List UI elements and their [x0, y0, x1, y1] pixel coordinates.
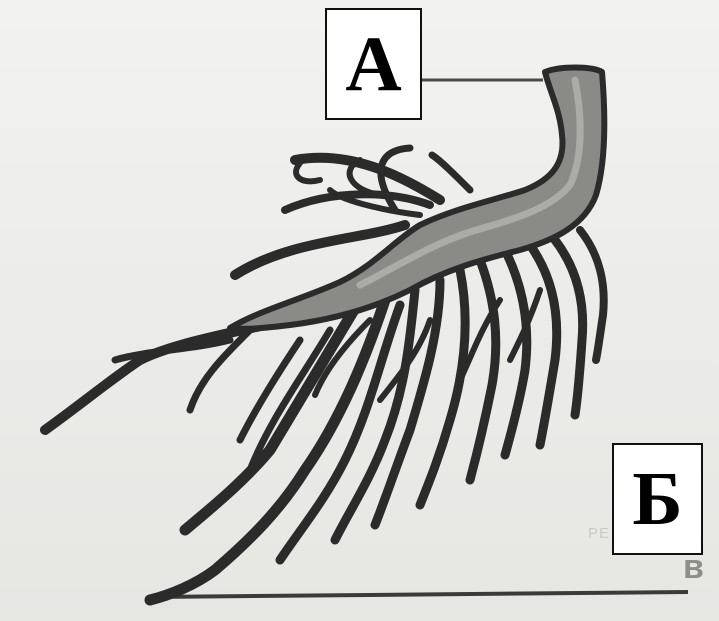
label-b-box: Б	[612, 443, 703, 555]
label-b-text: Б	[632, 461, 682, 537]
leader-line-b	[150, 592, 688, 597]
label-a-box: А	[325, 8, 422, 120]
label-a-text: А	[345, 25, 401, 103]
watermark-text: РЕ	[588, 525, 610, 542]
